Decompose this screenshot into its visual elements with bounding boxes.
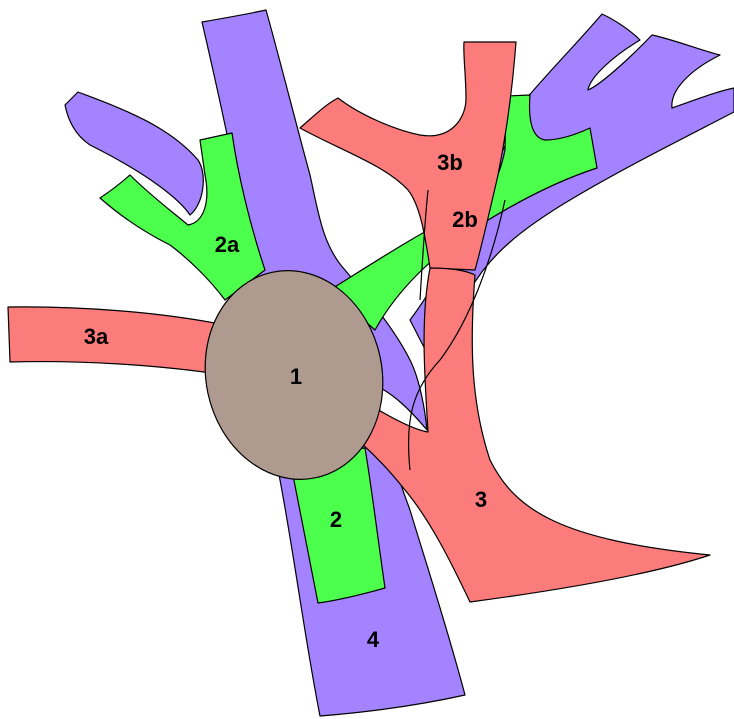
label-4: 4: [367, 627, 380, 652]
label-2a: 2a: [215, 232, 240, 257]
label-2b: 2b: [452, 207, 478, 232]
label-2: 2: [330, 507, 342, 532]
label-3a: 3a: [84, 324, 109, 349]
label-3b: 3b: [437, 150, 463, 175]
red-3a-branch: [8, 307, 225, 375]
label-3: 3: [475, 487, 487, 512]
label-1: 1: [290, 364, 302, 389]
red-3b-branch: [300, 42, 516, 270]
